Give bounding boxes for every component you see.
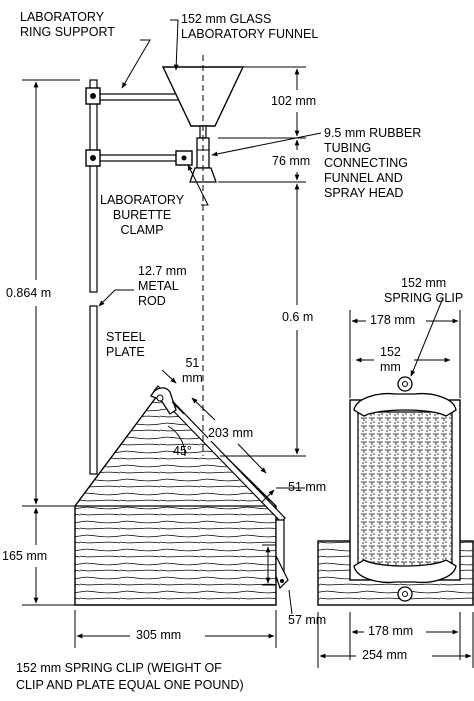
label-dim-57: 57 mm <box>288 613 327 627</box>
bottom-spring-clip <box>275 555 289 590</box>
label-angle-45: 45° <box>173 444 192 458</box>
label-tubing-line3: CONNECTING <box>324 156 409 170</box>
front-view-clip-top <box>353 376 457 417</box>
label-ring-support-line2: RING SUPPORT <box>20 25 115 39</box>
label-dim-51-top-line2: mm <box>182 371 203 385</box>
label-tubing-line1: 9.5 mm RUBBER <box>324 126 422 140</box>
caption-line1: 152 mm SPRING CLIP (WEIGHT OF <box>16 661 222 675</box>
dimension-178-top <box>349 310 461 398</box>
label-steel-line2: PLATE <box>106 345 145 359</box>
label-clip-line2: SPRING CLIP <box>384 291 464 305</box>
label-funnel: 152 mm GLASS LABORATORY FUNNEL <box>181 12 318 42</box>
dimension-178-bottom <box>349 612 461 660</box>
label-dim-254: 254 mm <box>362 648 408 662</box>
dimension-305 <box>74 610 277 648</box>
dimension-51-top <box>161 369 185 415</box>
label-ring-support-line1: LABORATORY <box>20 10 105 24</box>
label-burette-line2: BURETTE <box>112 208 172 222</box>
dimension-254 <box>317 612 474 668</box>
label-funnel-line2: LABORATORY FUNNEL <box>181 27 319 41</box>
burette-clamp-arm <box>85 149 193 167</box>
label-burette-line1: LABORATORY <box>100 193 185 207</box>
clip-leader <box>410 297 444 377</box>
dimension-0864 <box>22 79 80 507</box>
label-burette-clamp: LABORATORY BURETTE CLAMP <box>100 193 184 238</box>
label-metal-rod: 12.7 mm METAL ROD <box>138 264 187 309</box>
dimension-57 <box>262 544 293 615</box>
wooden-block <box>74 390 277 606</box>
dimension-165 <box>22 507 75 606</box>
label-steel-line1: STEEL <box>106 330 146 344</box>
front-view-sponge <box>357 411 453 573</box>
label-rod-line1: 12.7 mm <box>138 264 187 278</box>
label-dim-152: 152 mm <box>380 345 401 375</box>
label-clip-line1: 152 mm <box>401 276 447 290</box>
label-funnel-line1: 152 mm GLASS <box>181 12 272 26</box>
caption-line2: CLIP AND PLATE EQUAL ONE POUND) <box>16 678 244 692</box>
label-dim-51-top: 51 mm <box>182 356 203 386</box>
label-spring-clip: 152 mm SPRING CLIP <box>384 276 463 306</box>
front-view-clip-bottom <box>353 559 457 602</box>
leader-lines <box>98 19 322 307</box>
label-dim-51-side: 51 mm <box>288 480 327 494</box>
label-dim-06: 0.6 m <box>282 310 314 325</box>
label-tubing-line5: SPRAY HEAD <box>324 186 404 200</box>
angle-arc <box>167 425 186 457</box>
dimension-203 <box>191 397 267 474</box>
label-dim-51-top-line1: 51 <box>185 356 200 370</box>
label-rod-line2: METAL <box>138 279 179 293</box>
label-rod-line3: ROD <box>138 294 166 308</box>
label-tubing-line4: FUNNEL AND <box>324 171 403 185</box>
label-dim-152-line2: mm <box>380 360 401 374</box>
top-spring-clip <box>150 387 177 415</box>
label-tubing-line2: TUBING <box>324 141 372 155</box>
dimension-51-side <box>261 487 305 503</box>
label-dim-0864: 0.864 m <box>6 286 52 301</box>
rubber-tubing <box>196 137 210 169</box>
dimension-right-stack <box>218 66 306 457</box>
label-burette-line3: CLAMP <box>120 223 164 237</box>
label-dim-178-top: 178 mm <box>370 313 416 327</box>
label-dim-152-line1: 152 <box>380 345 401 359</box>
label-dim-76: 76 mm <box>272 154 311 169</box>
support-rod <box>89 79 98 475</box>
label-ring-support: LABORATORY RING SUPPORT <box>20 10 115 40</box>
label-dim-305: 305 mm <box>136 628 182 642</box>
label-steel-plate: STEEL PLATE <box>106 330 146 360</box>
steel-plate <box>153 385 286 581</box>
label-tubing: 9.5 mm RUBBER TUBING CONNECTING FUNNEL A… <box>324 126 421 201</box>
label-dim-102: 102 mm <box>271 94 317 109</box>
label-dim-178-bottom: 178 mm <box>368 624 414 638</box>
label-dim-165: 165 mm <box>2 549 48 564</box>
label-dim-203: 203 mm <box>208 426 254 441</box>
caption: 152 mm SPRING CLIP (WEIGHT OF CLIP AND P… <box>16 660 244 694</box>
